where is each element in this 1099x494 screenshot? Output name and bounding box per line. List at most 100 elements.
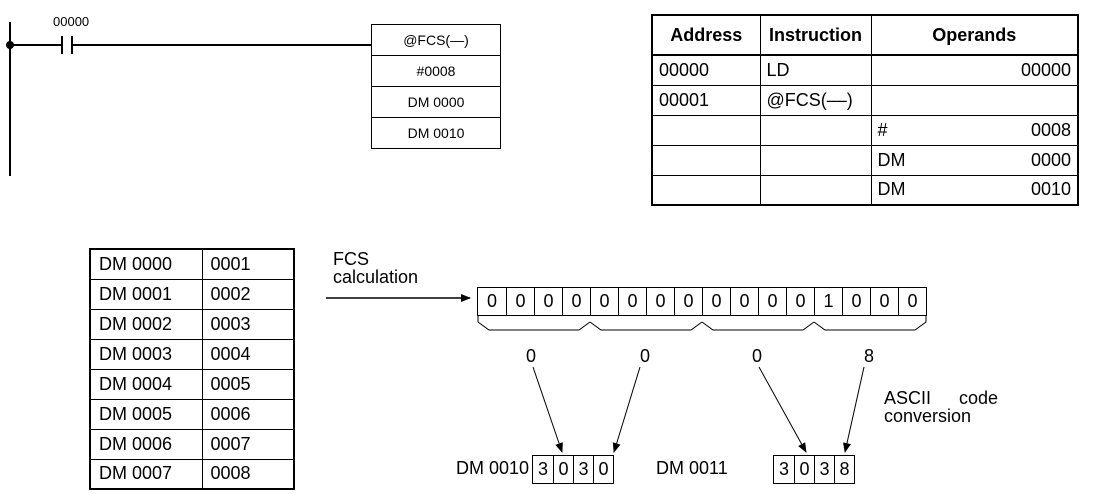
bit-cell: 0	[590, 288, 618, 315]
dm-address: DM 0002	[89, 308, 203, 340]
contact-address-label: 00000	[53, 14, 90, 29]
bit-cell: 0	[618, 288, 646, 315]
header-instruction: Instruction	[759, 14, 872, 56]
cell-operand-type	[870, 84, 956, 116]
left-bus-bar	[9, 22, 11, 176]
ascii-label-line1: ASCII code	[884, 388, 998, 408]
cell-operand-type	[870, 54, 956, 86]
mnemonic-table: Address Instruction Operands 00000 LD 00…	[651, 14, 1079, 206]
hex-digit: 0	[526, 346, 537, 366]
dm-address: DM 0004	[89, 368, 203, 400]
fcs-label-line1: FCS	[333, 249, 369, 269]
table-row: # 0008	[651, 114, 1079, 146]
cell-instruction	[759, 144, 872, 176]
hex-digit: 0	[640, 346, 651, 366]
bit-cell: 0	[486, 291, 497, 311]
rung-wire-right	[73, 44, 371, 46]
dm-address: DM 0006	[89, 428, 203, 460]
dm-value: 0007	[201, 428, 295, 460]
nibble-brackets	[477, 316, 927, 331]
bit-cell: 0	[898, 288, 926, 315]
dm-address: DM 0003	[89, 338, 203, 370]
hex-digit: 0	[752, 346, 763, 366]
cell-operand-type: DM	[870, 174, 956, 206]
ascii-digit: 0	[593, 456, 613, 483]
dm-address: DM 0000	[89, 248, 203, 280]
bit-cell: 0	[534, 288, 562, 315]
cell-address: 00001	[651, 84, 761, 116]
cell-operand-value	[956, 84, 1079, 116]
dm-value: 0004	[201, 338, 295, 370]
cell-instruction	[759, 114, 872, 146]
ascii-digit: 0	[794, 456, 814, 483]
fcs-result-bits: 0 0 0 0 0 0 0 0 0 0 0 0 1 0 0 0	[477, 287, 927, 316]
cell-address	[651, 114, 761, 146]
cell-operand-type: DM	[870, 144, 956, 176]
cell-instruction: LD	[759, 54, 872, 86]
bit-cell: 1	[814, 288, 842, 315]
cell-instruction	[759, 174, 872, 206]
header-operands: Operands	[870, 14, 1079, 56]
fcs-label-line2: calculation	[333, 267, 419, 287]
dm-value: 0001	[201, 248, 295, 280]
dm-address: DM 0001	[89, 278, 203, 310]
contact-bar-right	[71, 36, 73, 54]
result-label-dm0011: DM 0011	[656, 458, 728, 478]
dm-value: 0003	[201, 308, 295, 340]
ascii-label-word: ASCII	[884, 388, 932, 408]
dm-value: 0002	[201, 278, 295, 310]
bit-cell: 0	[506, 288, 534, 315]
table-row: 00001 @FCS(––)	[651, 84, 1079, 116]
ascii-digit: 0	[553, 456, 573, 483]
instruction-operand-destination: DM 0010	[372, 117, 500, 148]
ascii-label-word: code	[959, 388, 999, 408]
instruction-operand-first-word: DM 0000	[372, 86, 500, 117]
table-row: DM 0000	[651, 144, 1079, 176]
dm-value: 0008	[201, 458, 295, 490]
cell-operand-value: 00000	[956, 54, 1079, 86]
ascii-digit: 8	[834, 456, 854, 483]
bit-cell: 0	[702, 288, 730, 315]
table-row: DM 0010	[651, 174, 1079, 206]
ascii-arrow-3	[758, 366, 807, 453]
bit-cell: 0	[758, 288, 786, 315]
ascii-digit: 3	[537, 459, 548, 479]
dm-address: DM 0005	[89, 398, 203, 430]
cell-operand-type: #	[870, 114, 956, 146]
dm-value: 0005	[201, 368, 295, 400]
ascii-arrow-1	[532, 366, 563, 453]
result-label-dm0010: DM 0010	[456, 458, 530, 478]
contact-bar-left	[61, 36, 63, 54]
cell-address: 00000	[651, 54, 761, 86]
dm-value: 0006	[201, 398, 295, 430]
ascii-arrow-4	[843, 366, 865, 453]
cell-instruction: @FCS(––)	[759, 84, 872, 116]
bit-cell: 0	[674, 288, 702, 315]
bit-cell: 0	[646, 288, 674, 315]
bit-cell: 0	[842, 288, 870, 315]
header-address: Address	[651, 14, 761, 56]
cell-address	[651, 174, 761, 206]
cell-operand-value: 0008	[956, 114, 1079, 146]
bit-cell: 0	[786, 288, 814, 315]
result-word-dm0011: 3 0 3 8	[773, 455, 855, 484]
ascii-digit: 3	[778, 459, 789, 479]
fcs-instruction-block: @FCS(—) #0008 DM 0000 DM 0010	[371, 24, 501, 149]
ascii-label-line2: conversion	[884, 406, 972, 426]
ascii-arrow-2	[612, 366, 641, 453]
bit-cell: 0	[730, 288, 758, 315]
table-header-row: Address Instruction Operands	[651, 14, 1079, 56]
ascii-digit: 3	[573, 456, 593, 483]
result-word-dm0010: 3 0 3 0	[532, 455, 614, 484]
ascii-digit: 3	[814, 456, 834, 483]
instruction-mnemonic: @FCS(—)	[403, 32, 469, 48]
dm-address: DM 0007	[89, 458, 203, 490]
